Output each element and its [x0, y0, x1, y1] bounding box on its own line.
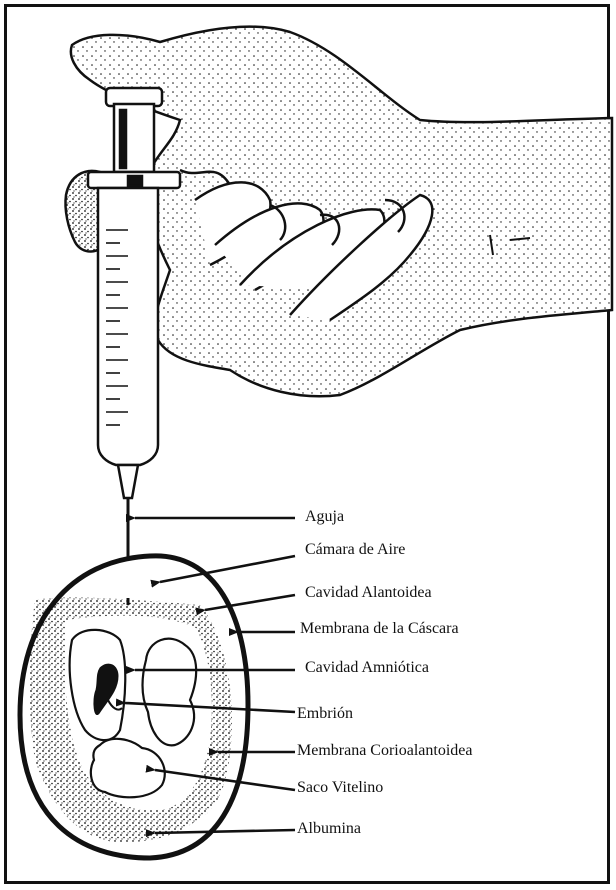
label-aguja: Aguja	[305, 508, 344, 526]
label-membrana-corioalantoidea: Membrana Corioalantoidea	[297, 742, 473, 760]
label-cavidad-alantoidea: Cavidad Alantoidea	[305, 584, 432, 602]
label-membrana-de-la-cascara: Membrana de la Cáscara	[300, 620, 459, 638]
label-saco-vitelino: Saco Vitelino	[297, 779, 383, 797]
label-cavidad-amniotica: Cavidad Amniótica	[305, 659, 429, 677]
label-camara-de-aire: Cámara de Aire	[305, 541, 405, 559]
label-embrion: Embrión	[297, 705, 353, 723]
label-albumina: Albumina	[297, 820, 361, 838]
